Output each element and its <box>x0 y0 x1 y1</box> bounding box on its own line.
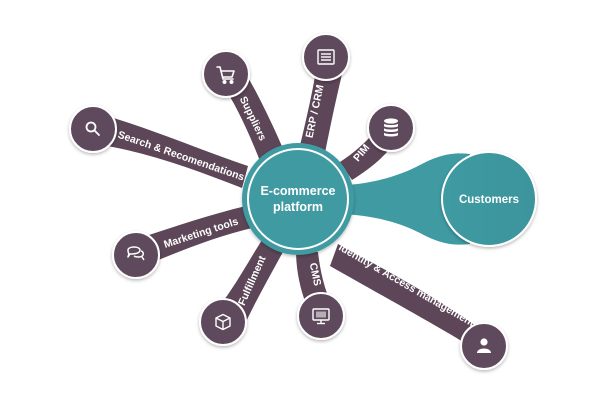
spoke-arms <box>96 56 492 360</box>
hub-line-2: platform <box>273 200 323 214</box>
customers-connector <box>318 153 470 245</box>
customers-label: Customers <box>459 194 519 206</box>
monitor-icon <box>312 308 330 325</box>
node-erp-crm[interactable] <box>302 33 350 81</box>
node-pim[interactable] <box>367 104 415 152</box>
search-icon <box>85 121 100 136</box>
node-marketing[interactable] <box>112 231 160 279</box>
node-search[interactable] <box>69 105 117 153</box>
hub-node[interactable]: E-commerce platform <box>242 143 354 255</box>
label-search: Search & Recomendations <box>116 129 246 184</box>
user-icon <box>477 338 491 353</box>
customers-node[interactable]: Customers <box>441 151 537 247</box>
arm-marketing <box>140 206 252 266</box>
node-identity[interactable] <box>460 322 508 370</box>
spoke-nodes <box>69 33 508 370</box>
node-fulfillment[interactable] <box>199 298 247 346</box>
label-identity: Identity & Access management <box>336 241 477 329</box>
chat-bubbles-icon <box>127 246 145 261</box>
arm-cms <box>296 250 332 306</box>
arm-search <box>96 114 248 188</box>
box-icon <box>215 313 231 331</box>
node-suppliers[interactable] <box>202 50 250 98</box>
cart-icon <box>216 66 235 85</box>
arm-erp-crm <box>298 56 346 158</box>
hub-subtitle: platform <box>273 200 323 214</box>
document-list-icon <box>317 49 335 65</box>
hub-title: E-commerce <box>260 184 335 198</box>
node-cms[interactable] <box>297 292 345 340</box>
hub-line-1: E-commerce <box>260 184 335 198</box>
label-cms: CMS <box>307 262 324 287</box>
database-icon <box>384 118 398 137</box>
arm-identity <box>330 244 492 360</box>
